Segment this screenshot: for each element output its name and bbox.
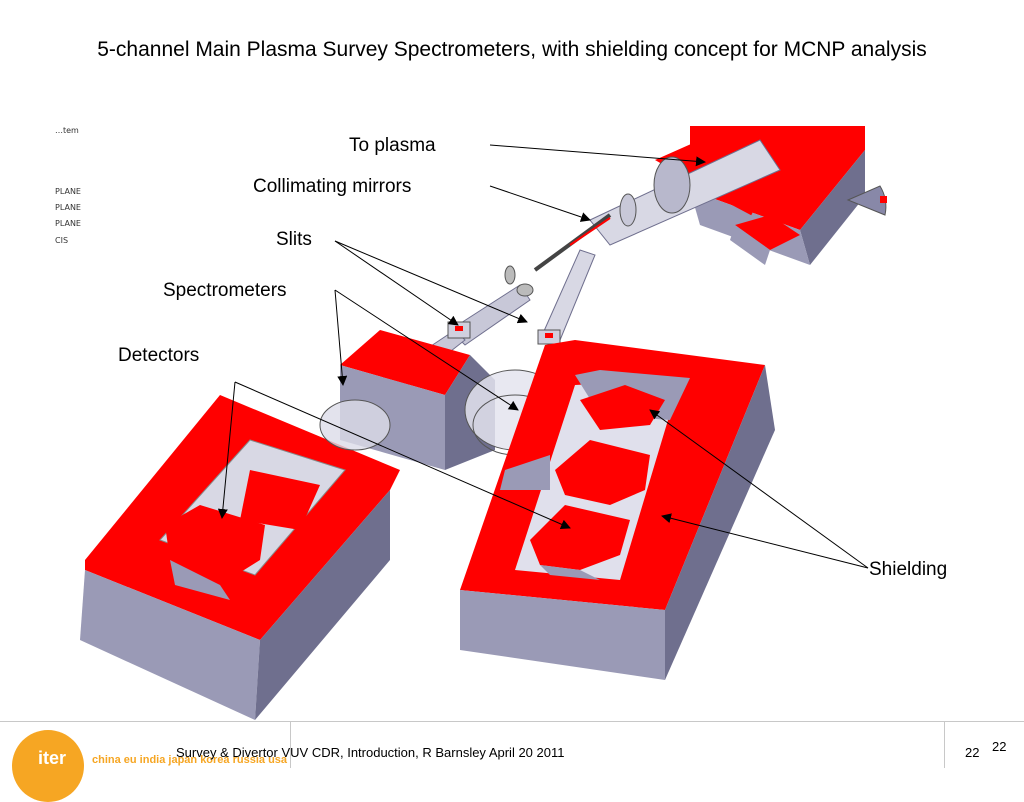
annotation-arrows bbox=[217, 144, 869, 569]
residual-text: CIS bbox=[55, 236, 69, 245]
footer-vdivider bbox=[290, 721, 291, 768]
residual-text: PLANE bbox=[55, 203, 81, 212]
member-countries: china eu india japan korea russia usa bbox=[92, 754, 288, 766]
collimating-mirror-rod bbox=[533, 213, 612, 272]
residual-text: PLANE bbox=[55, 187, 81, 196]
label-slits: Slits bbox=[276, 229, 312, 250]
page-number: 22 bbox=[965, 745, 980, 760]
right-shield bbox=[460, 340, 775, 680]
residual-text: PLANE bbox=[55, 219, 81, 228]
label-to-plasma: To plasma bbox=[349, 135, 436, 156]
beam-tube bbox=[589, 139, 781, 246]
label-detectors: Detectors bbox=[118, 345, 200, 366]
aperture-element bbox=[846, 185, 887, 216]
footer-text: Survey & Divertor VUV CDR, Introduction,… bbox=[176, 745, 565, 760]
slide-title: 5-channel Main Plasma Survey Spectromete… bbox=[97, 38, 927, 61]
slit-boxes bbox=[447, 321, 561, 345]
label-collimating-mirrors: Collimating mirrors bbox=[253, 176, 412, 197]
footer-vdivider bbox=[944, 721, 945, 768]
footer-divider bbox=[0, 721, 1024, 722]
residual-text: …tem bbox=[55, 126, 79, 135]
label-spectrometers: Spectrometers bbox=[163, 280, 287, 301]
left-shield bbox=[80, 395, 400, 720]
iter-logo-text: iter bbox=[38, 748, 67, 768]
slide-number: 22 bbox=[992, 739, 1007, 754]
spectrometer-cad-drawing bbox=[80, 126, 887, 720]
label-shielding: Shielding bbox=[869, 559, 948, 580]
